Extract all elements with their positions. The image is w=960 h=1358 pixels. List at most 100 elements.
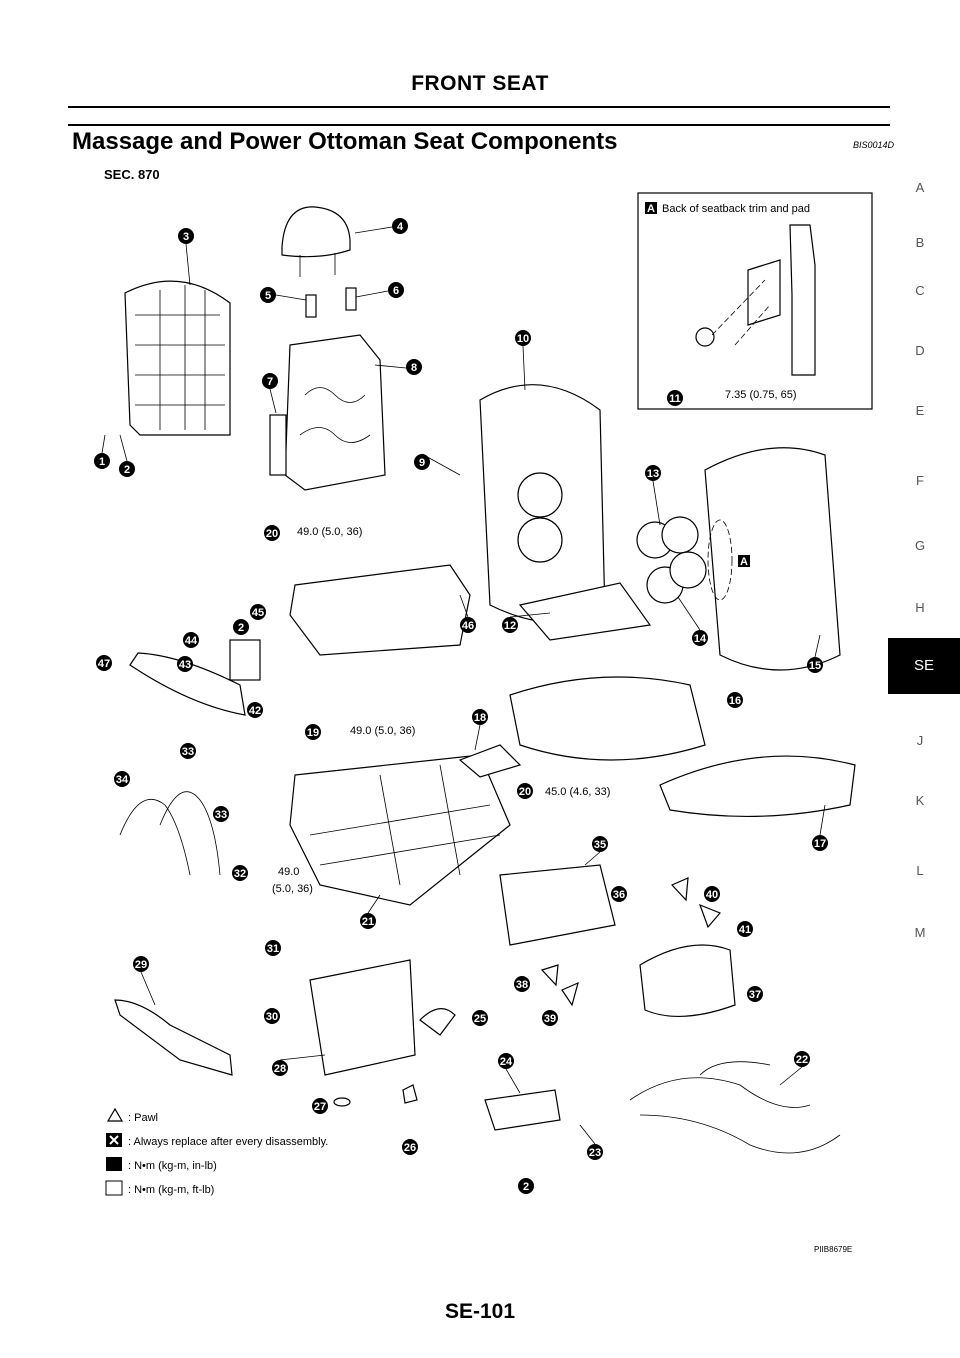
svg-text:11: 11 xyxy=(669,393,681,405)
svg-text:46: 46 xyxy=(462,620,474,632)
svg-text:23: 23 xyxy=(589,1147,601,1159)
side-finisher-part xyxy=(129,652,246,716)
ottoman-bracket-part xyxy=(309,959,416,1076)
torque-ftlb-icon xyxy=(105,1180,123,1196)
svg-text:10: 10 xyxy=(517,333,529,345)
svg-text:20: 20 xyxy=(266,528,278,540)
svg-text:32: 32 xyxy=(234,868,246,880)
svg-text:41: 41 xyxy=(739,924,751,936)
inset-marker: A xyxy=(647,203,655,215)
inset-marker-box xyxy=(645,202,657,214)
svg-text:25: 25 xyxy=(474,1013,486,1025)
svg-text:2: 2 xyxy=(238,622,244,634)
svg-text:22: 22 xyxy=(796,1054,808,1066)
tab-h[interactable]: H xyxy=(915,600,925,615)
header-rule xyxy=(68,106,890,108)
tab-k[interactable]: K xyxy=(915,793,925,808)
page-number: SE-101 xyxy=(444,1300,516,1323)
tab-f[interactable]: F xyxy=(916,473,924,488)
torque-20a: 49.0 (5.0, 36) xyxy=(297,526,362,538)
svg-text:29: 29 xyxy=(135,959,147,971)
svg-text:12: 12 xyxy=(504,620,516,632)
tab-g[interactable]: G xyxy=(914,538,926,553)
svg-text:40: 40 xyxy=(706,889,718,901)
torque-19: 49.0 (5.0, 36) xyxy=(350,725,415,737)
tab-se[interactable]: SE xyxy=(888,638,960,694)
svg-text:43: 43 xyxy=(179,659,191,671)
switch-bracket-part xyxy=(229,639,261,681)
massage-pad-12-part xyxy=(518,582,652,641)
section-title: Massage and Power Ottoman Seat Component… xyxy=(72,128,618,155)
tab-d[interactable]: D xyxy=(915,343,925,358)
svg-text:16: 16 xyxy=(729,695,741,707)
svg-text:45: 45 xyxy=(252,607,264,619)
headrest-guide-5 xyxy=(305,294,317,318)
svg-text:9: 9 xyxy=(419,457,425,469)
headrest-part xyxy=(281,206,351,258)
lumbar-part xyxy=(269,414,287,476)
svg-text:42: 42 xyxy=(249,705,261,717)
torque-inlb-icon xyxy=(106,1157,122,1171)
torque-32b: (5.0, 36) xyxy=(272,883,313,895)
seat-side-cover-part xyxy=(114,999,233,1076)
svg-text:37: 37 xyxy=(749,989,761,1001)
headrest-guide-6 xyxy=(345,287,357,311)
seat-cushion-pad-part xyxy=(509,676,706,761)
svg-text:19: 19 xyxy=(307,727,319,739)
tab-m[interactable]: M xyxy=(914,925,926,940)
svg-text:27: 27 xyxy=(314,1101,326,1113)
tab-e[interactable]: E xyxy=(915,403,925,418)
sec-number: SEC. 870 xyxy=(104,167,160,182)
tab-l[interactable]: L xyxy=(916,863,924,878)
callouts: 3 4 5 6 10 8 7 11 1 2 9 13 20 45 2 44 46… xyxy=(94,218,828,1194)
svg-text:33: 33 xyxy=(182,746,194,758)
svg-text:A: A xyxy=(740,556,748,568)
svg-text:33: 33 xyxy=(215,809,227,821)
svg-text:5: 5 xyxy=(265,290,271,302)
tab-c[interactable]: C xyxy=(915,283,925,298)
svg-text:36: 36 xyxy=(613,889,625,901)
tab-j[interactable]: J xyxy=(916,733,924,748)
seatback-trim-part xyxy=(124,280,231,436)
svg-text:28: 28 xyxy=(274,1063,286,1075)
seatback-trim-15-part xyxy=(704,447,841,671)
svg-text:26: 26 xyxy=(404,1142,416,1154)
svg-text:2: 2 xyxy=(523,1181,529,1193)
svg-text:20: 20 xyxy=(519,786,531,798)
svg-text:13: 13 xyxy=(647,468,659,480)
tab-b[interactable]: B xyxy=(915,235,925,250)
svg-text:35: 35 xyxy=(594,839,606,851)
svg-text:: Pawl: : Pawl xyxy=(128,1112,158,1124)
torque-32a: 49.0 xyxy=(278,866,299,878)
seatbelt-buckle-part xyxy=(458,744,522,778)
svg-text:6: 6 xyxy=(393,285,399,297)
svg-text:: N•m (kg-m, ft-lb): : N•m (kg-m, ft-lb) xyxy=(128,1184,214,1196)
svg-text:17: 17 xyxy=(814,838,826,850)
svg-text:15: 15 xyxy=(809,660,821,672)
seatback-frame-part xyxy=(284,334,386,491)
inset-clip xyxy=(695,327,715,347)
svg-text:34: 34 xyxy=(116,774,129,786)
ottoman-pad-part xyxy=(639,944,736,1017)
exploded-diagram: A Back of seatback trim and pad 7.35 (0.… xyxy=(94,192,873,1196)
svg-text:47: 47 xyxy=(98,658,110,670)
seat-cushion-trim-part xyxy=(659,755,856,818)
tab-a[interactable]: A xyxy=(915,180,925,195)
svg-text:: N•m (kg-m, in-lb): : N•m (kg-m, in-lb) xyxy=(128,1160,217,1172)
svg-text:31: 31 xyxy=(267,943,279,955)
motor-part xyxy=(419,1008,456,1036)
inset-frame-part xyxy=(789,224,816,376)
ottoman-tray-part xyxy=(484,1089,561,1131)
svg-text:1: 1 xyxy=(99,456,105,468)
section-tabs: A B C D E F G H SE J K L M xyxy=(888,0,960,1358)
svg-text:8: 8 xyxy=(411,362,417,374)
svg-text:2: 2 xyxy=(124,464,130,476)
seat-frame-part xyxy=(289,754,511,906)
svg-text:14: 14 xyxy=(694,633,707,645)
section-code: BIS0014D xyxy=(853,140,895,150)
ottoman-part xyxy=(499,864,616,946)
inset-title: Back of seatback trim and pad xyxy=(662,203,810,215)
svg-text:30: 30 xyxy=(266,1011,278,1023)
torque-20b: 45.0 (4.6, 33) xyxy=(545,786,610,798)
svg-text:24: 24 xyxy=(500,1056,513,1068)
